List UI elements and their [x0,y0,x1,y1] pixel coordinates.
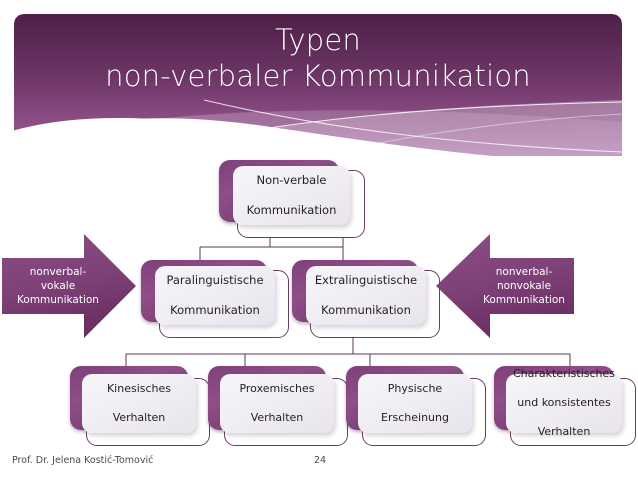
node-kinesisches-verhalten[interactable]: Kinesisches Verhalten [70,366,210,446]
node-extralinguistische-face: Extralinguistische Kommunikation [306,266,426,325]
node-kinesisches-line1: Kinesisches [106,381,172,395]
node-physische-face: Physische Erscheinung [358,374,472,433]
node-root-line1: Non-verbale [256,173,327,187]
node-root[interactable]: Non-verbale Kommunikation [219,160,365,238]
node-proxemisches-verhalten[interactable]: Proxemisches Verhalten [208,366,348,446]
node-charakteristisches-line3: Verhalten [537,425,591,439]
node-kinesisches-face: Kinesisches Verhalten [82,374,196,433]
node-physische-line2: Erscheinung [381,410,449,424]
node-paralinguistische-line1: Paralinguistische [166,273,264,287]
banner-wave-graphic [14,14,622,156]
arrow-left-shape [436,234,574,338]
arrow-right-shape [2,234,136,338]
node-charakteristisches-face: Charakteristisches und konsistentes Verh… [506,367,622,438]
footer-author: Prof. Dr. Jelena Kostić-Tomović [12,455,154,466]
node-paralinguistische-line2: Kommunikation [170,303,260,317]
node-root-face: Non-verbale Kommunikation [233,166,350,225]
title-banner [14,14,622,156]
footer-page-number: 24 [313,455,327,466]
node-extralinguistische-line1: Extralinguistische [314,273,418,287]
node-charakteristisches-line2: und konsistentes [517,396,611,410]
node-paralinguistische-face: Paralinguistische Kommunikation [155,266,275,325]
node-kinesisches-line2: Verhalten [112,410,166,424]
arrow-nonverbal-nonvokale[interactable]: nonverbal- nonvokale Kommunikation [428,232,576,340]
node-charakteristisches-verhalten[interactable]: Charakteristisches und konsistentes Verh… [494,366,636,446]
arrow-nonverbal-vokale[interactable]: nonverbal- vokale Kommunikation [2,232,138,340]
node-proxemisches-line1: Proxemisches [239,381,315,395]
node-charakteristisches-line1: Charakteristisches [512,367,616,381]
node-physische-erscheinung[interactable]: Physische Erscheinung [346,366,486,446]
node-proxemisches-face: Proxemisches Verhalten [220,374,334,433]
title-line-1: Typen [275,23,361,57]
node-physische-line1: Physische [387,381,443,395]
node-extralinguistische[interactable]: Extralinguistische Kommunikation [292,260,442,338]
node-paralinguistische[interactable]: Paralinguistische Kommunikation [141,260,291,338]
title-line-2: non-verbaler Kommunikation [105,59,531,93]
node-root-line2: Kommunikation [246,203,337,217]
page-title: Typen non-verbaler Kommunikation [14,22,622,94]
node-extralinguistische-line2: Kommunikation [321,303,411,317]
node-proxemisches-line2: Verhalten [250,410,304,424]
